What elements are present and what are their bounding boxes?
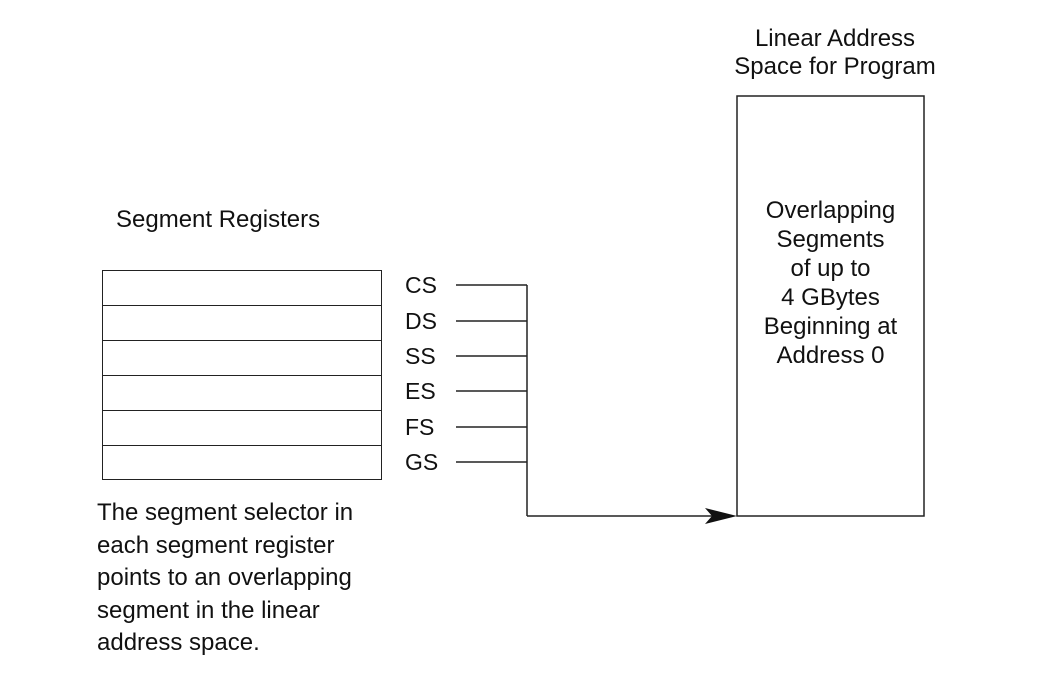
register-label-cs: CS	[405, 272, 437, 298]
linear-address-space-box	[736, 95, 925, 517]
linear-space-body: Overlapping Segments of up to 4 GBytes B…	[737, 196, 924, 370]
register-label-gs: GS	[405, 449, 439, 475]
caption-line-3: points to an overlapping	[97, 564, 352, 591]
register-label-ss: SS	[405, 343, 436, 369]
register-row-ss	[103, 341, 381, 376]
segment-registers-title: Segment Registers	[116, 206, 321, 233]
linear-space-line-2: Segments	[776, 226, 885, 253]
linear-space-title: Linear Address Space for Program	[700, 25, 970, 81]
register-label-fs: FS	[405, 414, 435, 440]
linear-space-line-1: Overlapping	[765, 197, 896, 224]
caption-line-5: address space.	[97, 629, 260, 656]
arrowhead-icon	[705, 508, 737, 524]
register-label-es: ES	[405, 378, 436, 404]
register-label-ds: DS	[405, 308, 437, 334]
linear-space-line-4: 4 GBytes	[781, 284, 880, 311]
caption-line-4: segment in the linear	[97, 596, 320, 624]
segment-register-table	[102, 270, 382, 480]
register-row-cs	[103, 271, 381, 306]
caption: The segment selector in each segment reg…	[97, 497, 353, 660]
register-row-gs	[103, 446, 381, 481]
register-row-ds	[103, 306, 381, 341]
linear-space-line-3: of up to	[790, 255, 871, 282]
linear-space-title-line-2: Space for Program	[734, 53, 936, 80]
caption-line-1: The segment selector in	[97, 499, 354, 526]
register-row-fs	[103, 411, 381, 446]
register-row-es	[103, 376, 381, 411]
linear-space-line-6: Address 0	[776, 342, 885, 369]
linear-space-title-line-1: Linear Address	[754, 25, 916, 52]
linear-space-line-5: Beginning at	[763, 313, 898, 340]
caption-line-2: each segment register	[97, 531, 335, 559]
